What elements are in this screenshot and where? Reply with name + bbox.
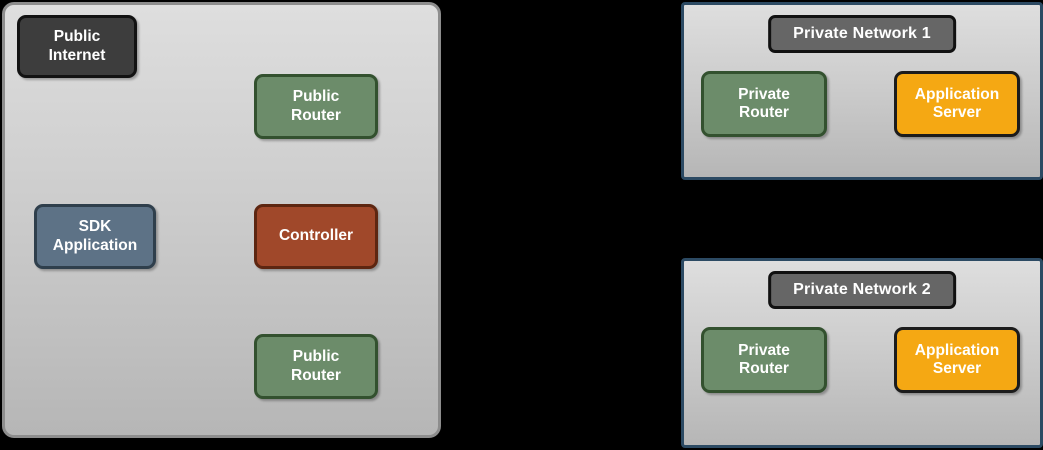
node-public-router-bottom-label-line-2: Router xyxy=(291,366,341,384)
node-private-router-1-label-line-1: Private xyxy=(738,85,790,103)
node-sdk-application[interactable]: SDK Application xyxy=(34,204,156,269)
private-network-2-panel: Private Network 2 Private Router Applica… xyxy=(681,258,1043,448)
node-sdk-application-label-line-2: Application xyxy=(52,236,138,254)
node-private-router-1[interactable]: Private Router xyxy=(701,71,827,137)
node-controller-label: Controller xyxy=(278,227,354,245)
node-public-router-top[interactable]: Public Router xyxy=(254,74,378,139)
node-application-server-1-label-line-2: Server xyxy=(932,104,982,121)
node-application-server-2-label-line-2: Server xyxy=(932,360,982,377)
node-application-server-2-label-line-1: Application xyxy=(914,341,1000,359)
node-public-internet-label-line-2: Internet xyxy=(48,46,106,64)
node-public-router-top-label-line-1: Public xyxy=(292,88,340,106)
node-controller[interactable]: Controller xyxy=(254,204,378,269)
private-network-2-title-badge: Private Network 2 xyxy=(768,271,956,309)
node-public-internet[interactable]: Public Internet xyxy=(17,15,137,78)
private-network-1-panel: Private Network 1 Private Router Applica… xyxy=(681,2,1043,180)
node-public-router-top-label-line-2: Router xyxy=(291,106,341,124)
node-sdk-application-label-line-1: SDK xyxy=(78,218,112,236)
public-cloud-panel: Public Internet Public Router SDK Applic… xyxy=(2,2,441,438)
private-network-1-title-badge: Private Network 1 xyxy=(768,15,956,53)
node-private-router-2-label-line-1: Private xyxy=(738,341,790,359)
node-private-router-2-label-line-2: Router xyxy=(739,360,789,377)
node-private-router-1-label-line-2: Router xyxy=(739,104,789,121)
node-private-router-2[interactable]: Private Router xyxy=(701,327,827,393)
node-public-router-bottom[interactable]: Public Router xyxy=(254,334,378,399)
node-public-internet-label-line-1: Public xyxy=(53,28,101,46)
node-application-server-1-label-line-1: Application xyxy=(914,85,1000,103)
node-application-server-2[interactable]: Application Server xyxy=(894,327,1020,393)
node-public-router-bottom-label-line-1: Public xyxy=(292,348,340,366)
node-application-server-1[interactable]: Application Server xyxy=(894,71,1020,137)
